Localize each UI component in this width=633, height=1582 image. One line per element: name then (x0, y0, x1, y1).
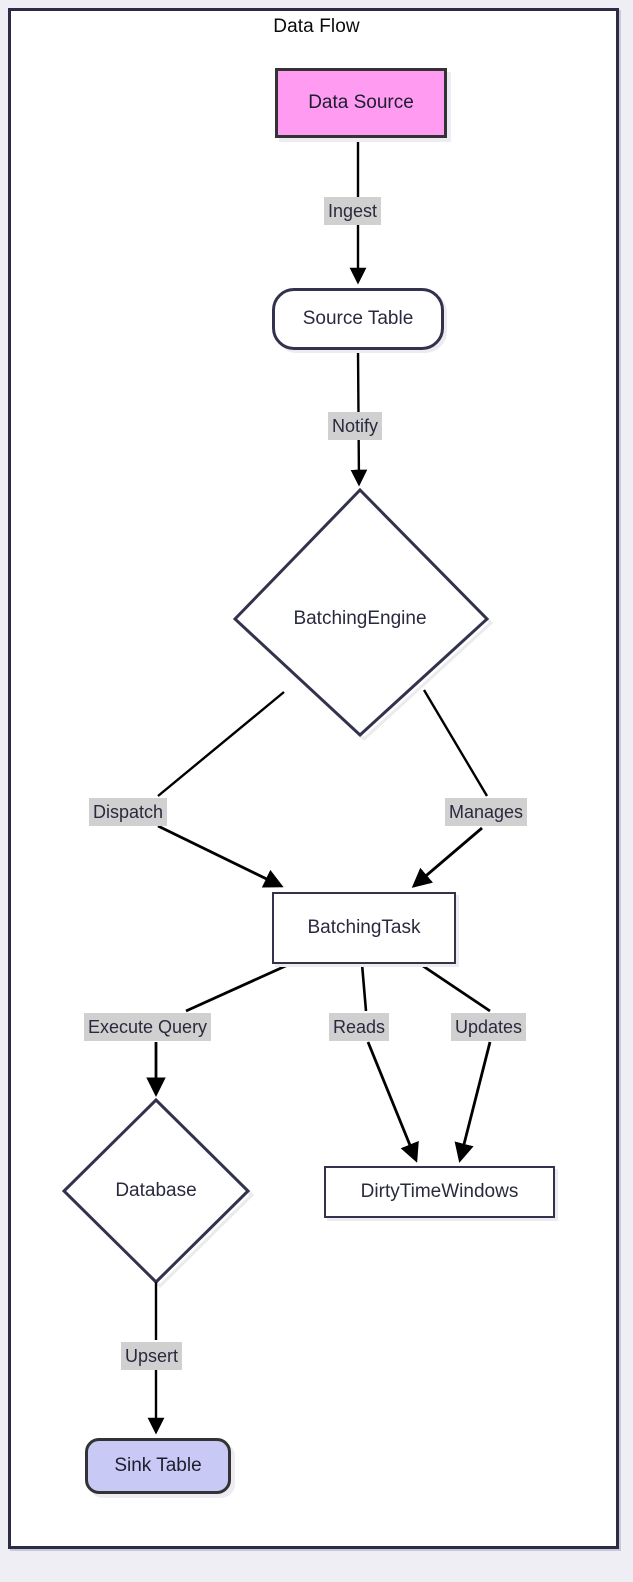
edge-label-manages: Manages (445, 798, 528, 826)
edge-label-reads: Reads (329, 1013, 390, 1041)
node-dirty-time-windows-label: DirtyTimeWindows (360, 1181, 519, 1202)
edge-label-dispatch: Dispatch (89, 798, 168, 826)
edge-label-ingest: Ingest (324, 197, 382, 225)
diagram-frame (8, 8, 619, 1549)
node-database-label-wrap[interactable]: Database (64, 1172, 248, 1210)
edge-label-notify: Notify (328, 412, 383, 440)
node-dirty-time-windows[interactable]: DirtyTimeWindows (324, 1166, 555, 1218)
node-source-table[interactable]: Source Table (272, 288, 444, 350)
edge-label-updates: Updates (451, 1013, 527, 1041)
edge-label-execute-query: Execute Query (84, 1013, 212, 1041)
node-batching-engine-label: BatchingEngine (293, 608, 427, 629)
diagram-title: Data Flow (273, 16, 360, 37)
node-batching-task-label: BatchingTask (307, 917, 421, 938)
node-database-label: Database (115, 1180, 197, 1201)
node-batching-engine-label-wrap[interactable]: BatchingEngine (235, 600, 485, 638)
node-sink-table-label: Sink Table (114, 1455, 202, 1476)
edge-label-upsert: Upsert (121, 1342, 183, 1370)
node-data-source-label: Data Source (308, 92, 414, 113)
node-data-source[interactable]: Data Source (275, 68, 447, 138)
node-source-table-label: Source Table (302, 308, 414, 329)
node-batching-task[interactable]: BatchingTask (272, 892, 456, 964)
node-sink-table[interactable]: Sink Table (85, 1438, 231, 1494)
